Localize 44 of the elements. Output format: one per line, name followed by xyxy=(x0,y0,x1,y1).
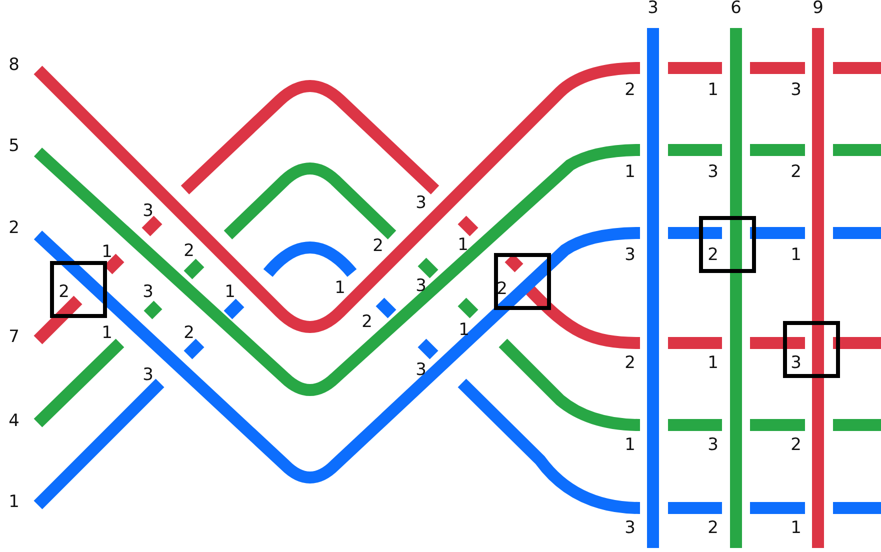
number-label: 1 xyxy=(624,162,636,182)
number-label: 2 xyxy=(372,236,384,256)
number-label: 1 xyxy=(790,245,802,265)
number-label: 3 xyxy=(624,518,636,538)
number-label: 2 xyxy=(790,435,802,455)
number-label: 3 xyxy=(708,435,718,455)
number-label: 3 xyxy=(648,0,658,18)
number-label: 3 xyxy=(708,162,718,182)
number-label: 2 xyxy=(184,323,194,343)
number-label: 1 xyxy=(224,282,236,302)
number-label: 9 xyxy=(812,0,824,18)
number-label: 1 xyxy=(8,492,20,512)
number-label: 1 xyxy=(708,353,718,373)
number-label: 1 xyxy=(708,80,718,100)
number-label: 3 xyxy=(790,353,802,373)
number-label: 6 xyxy=(730,0,742,18)
number-label: 8 xyxy=(8,55,20,75)
number-label: 3 xyxy=(416,360,426,380)
number-label: 7 xyxy=(8,327,20,347)
number-label: 3 xyxy=(624,245,636,265)
number-label: 2 xyxy=(790,162,802,182)
number-label: 2 xyxy=(362,312,372,332)
number-label: 2 xyxy=(708,518,718,538)
number-label: 2 xyxy=(708,245,718,265)
number-label: 5 xyxy=(8,136,20,156)
number-label: 2 xyxy=(8,218,20,238)
number-label: 3 xyxy=(416,193,426,213)
number-label: 4 xyxy=(8,411,20,431)
number-label: 3 xyxy=(142,201,154,221)
number-label: 3 xyxy=(416,276,426,296)
number-label: 1 xyxy=(334,278,346,298)
number-label: 2 xyxy=(184,241,194,261)
number-label: 1 xyxy=(790,518,802,538)
number-label: 3 xyxy=(142,282,154,302)
number-label: 2 xyxy=(58,282,70,302)
number-label: 1 xyxy=(458,320,470,340)
number-label: 2 xyxy=(624,353,636,373)
number-label: 3 xyxy=(790,80,802,100)
number-label: 1 xyxy=(458,235,468,255)
number-label: 2 xyxy=(624,80,636,100)
number-label: 1 xyxy=(102,323,112,343)
number-label: 1 xyxy=(102,242,112,262)
number-label: 3 xyxy=(142,365,154,385)
number-label: 1 xyxy=(624,435,636,455)
